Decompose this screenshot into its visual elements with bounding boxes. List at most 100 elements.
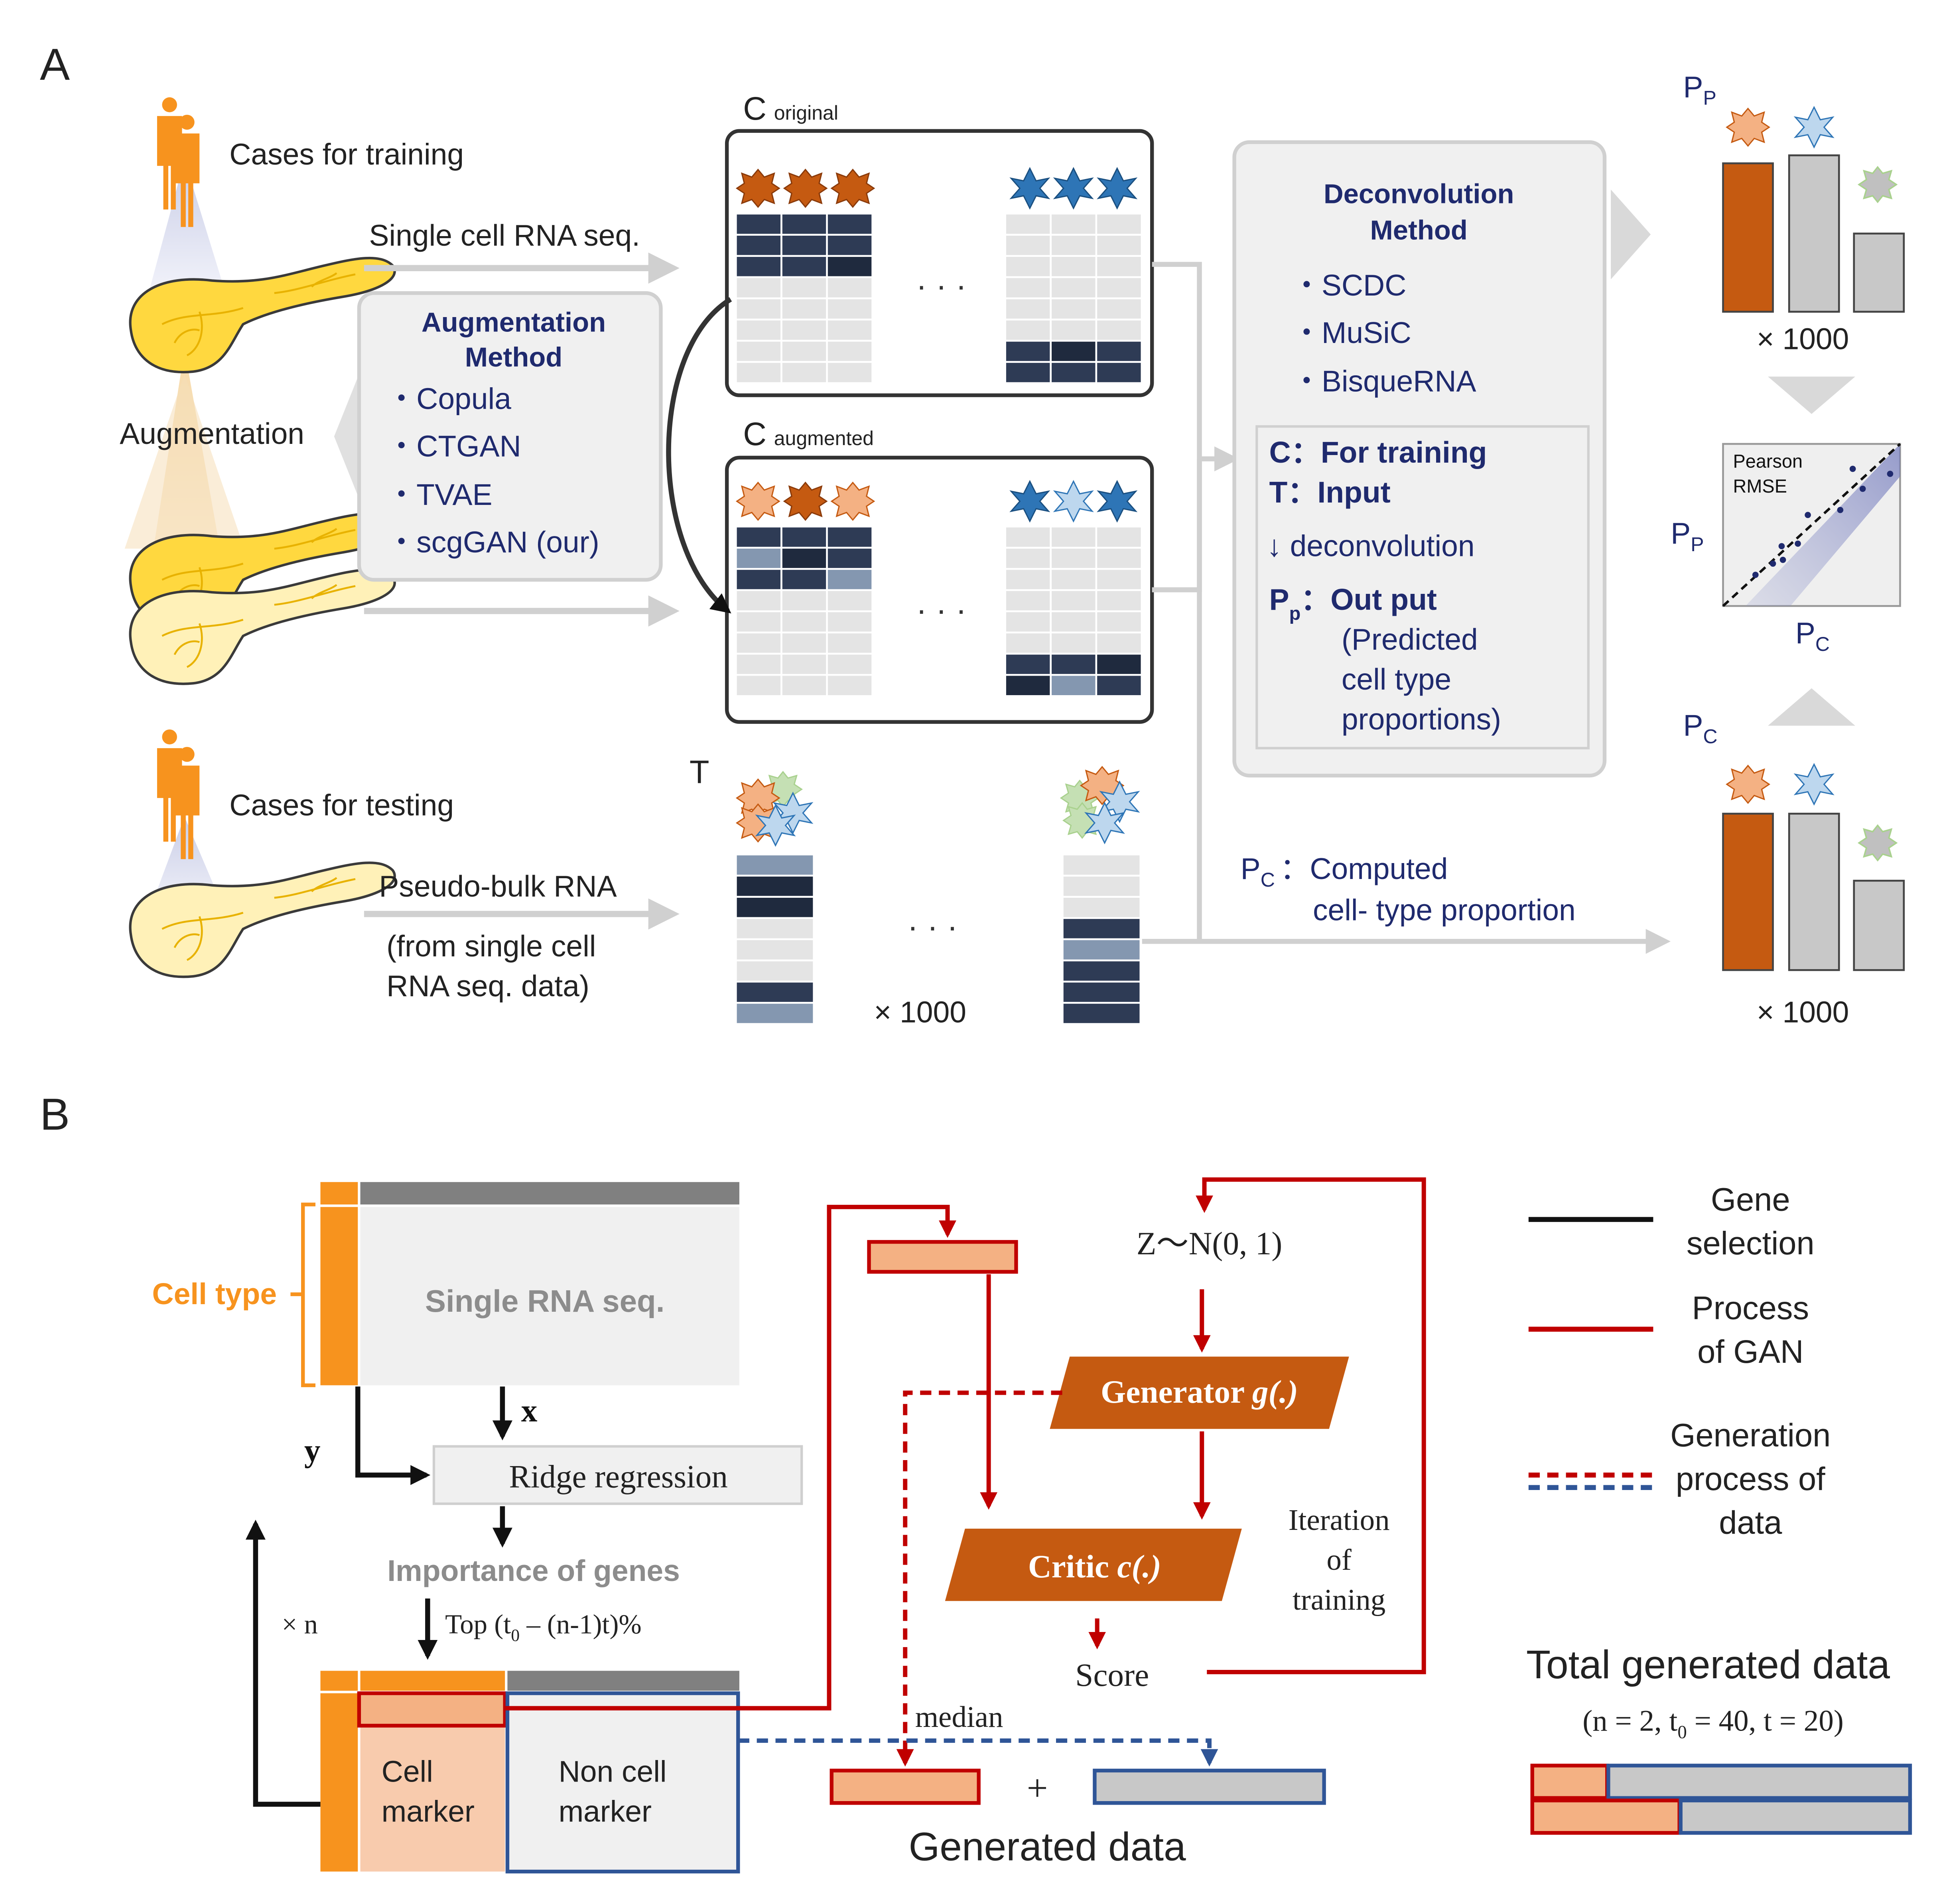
matrix-cell <box>1063 898 1140 917</box>
matrix-cell <box>1052 320 1096 340</box>
matrix-cell <box>1063 982 1140 1002</box>
arrow-repeat-n <box>245 1520 321 1807</box>
matrix-cell <box>1097 214 1141 234</box>
iteration-text-1: Iteration <box>1289 1504 1390 1537</box>
matrix-cell <box>1006 527 1050 547</box>
matrix-cell <box>1006 278 1050 298</box>
y-label: y <box>304 1433 321 1468</box>
matrix-cell <box>828 654 872 674</box>
scatter-points <box>1752 465 1894 578</box>
deconv-item-scdc: ・SCDC <box>1292 268 1407 302</box>
matrix-cell <box>828 341 872 361</box>
noise-distribution-text: Z～N(0, 1) <box>1137 1226 1283 1261</box>
matrix-cell <box>1052 676 1096 695</box>
cases-training-text: Cases for training <box>229 138 464 171</box>
arrow-down-to-scatter <box>1768 376 1855 414</box>
augmentation-text: Augmentation <box>120 417 304 450</box>
plus-sign: + <box>1027 1767 1048 1809</box>
matrix-cell <box>737 320 781 340</box>
matrix-cell <box>1006 570 1050 589</box>
generated-data-text: Generated data <box>908 1825 1186 1869</box>
matrix-cell <box>1097 676 1141 695</box>
from-sc-text-1: (from single cell <box>386 929 596 963</box>
matrix-cell <box>737 363 781 382</box>
panel-b-label: B <box>40 1089 70 1139</box>
matrix-cell <box>1052 299 1096 319</box>
critic-text: Critic c(.) <box>1028 1549 1161 1585</box>
matrix-cell <box>737 527 781 547</box>
matrix-header-grey <box>360 1182 739 1205</box>
matrix-cell <box>828 676 872 695</box>
matrix-cell <box>1006 214 1050 234</box>
curved-arrow-original-to-augmented <box>666 297 732 614</box>
proportion-bar <box>1853 233 1905 313</box>
matrix-cell <box>1097 633 1141 653</box>
pc-star-blue <box>1795 763 1834 805</box>
stars-augmented-orange <box>736 482 875 521</box>
aug-pointer <box>334 374 359 499</box>
median-text: median <box>915 1701 1003 1734</box>
generator-text: Generator g(.) <box>1101 1374 1298 1410</box>
dots: · · · <box>916 268 966 304</box>
matrix-cell <box>1097 527 1141 547</box>
legend-generation-1: Generation <box>1670 1417 1831 1454</box>
total-non-marker-block-2 <box>1679 1798 1912 1835</box>
matrix-cell <box>782 570 826 589</box>
matrix-cell <box>828 235 872 255</box>
real-sample-box <box>867 1240 1018 1274</box>
matrix-cell <box>1097 257 1141 276</box>
x-label: x <box>521 1393 538 1429</box>
proportion-bar <box>1788 812 1840 971</box>
deconv-item-music: ・MuSiC <box>1292 316 1411 349</box>
matrix-cell <box>782 633 826 653</box>
matrix-cell <box>1006 363 1050 382</box>
matrix-cell <box>782 527 826 547</box>
aug-method-title: Augmentation <box>422 307 606 338</box>
cell-type-column <box>320 1207 358 1386</box>
pp-times-1000: × 1000 <box>1757 322 1849 355</box>
legend-gene-selection-2: selection <box>1687 1225 1815 1261</box>
top-percent-text: Top (t0 – (n-1)t)% <box>445 1609 642 1645</box>
matrix-cell <box>1052 363 1096 382</box>
connector-lines <box>1142 262 1671 954</box>
matrix-cell <box>1006 548 1050 568</box>
deconv-c-line: C：For training <box>1269 436 1487 469</box>
ridge-regression-box <box>432 1445 803 1505</box>
pc-bar-group <box>1722 812 1905 971</box>
t-star-cluster-right <box>1060 766 1139 844</box>
matrix-cell <box>828 591 872 611</box>
panel-a-label: A <box>40 39 70 89</box>
matrix-cell <box>1052 527 1096 547</box>
matrix-cell <box>782 612 826 632</box>
aug-item-scggan: ・scgGAN (our) <box>386 525 599 559</box>
matrix-cell <box>782 591 826 611</box>
matrix-cell <box>1006 235 1050 255</box>
cell-marker-text-1: Cell <box>382 1755 433 1788</box>
dots: · · · <box>916 592 966 628</box>
matrix-cell <box>737 612 781 632</box>
matrix-cell <box>737 855 813 875</box>
matrix-cell <box>737 919 813 938</box>
proportion-bar <box>1722 812 1774 971</box>
non-cell-marker-text-2: marker <box>559 1795 652 1828</box>
matrix-cell <box>737 257 781 276</box>
matrix-cell <box>737 214 781 234</box>
aug-method-title-2: Method <box>465 342 562 373</box>
marker-header-orange-1 <box>320 1671 358 1691</box>
total-generated-title: Total generated data <box>1526 1642 1890 1687</box>
real-data-path <box>505 1204 956 1711</box>
matrix-cell <box>1052 341 1096 361</box>
matrix-cell <box>828 612 872 632</box>
matrix-cell <box>1006 320 1050 340</box>
matrix-cell <box>782 548 826 568</box>
deconv-pred-2: cell type <box>1342 662 1451 696</box>
matrix-cell <box>1063 876 1140 896</box>
matrix-cell <box>737 591 781 611</box>
iteration-text-3: training <box>1293 1583 1385 1616</box>
pseudo-bulk-text: Pseudo-bulk RNA <box>379 869 617 903</box>
pp-star-orange <box>1726 108 1770 147</box>
deconv-pred-3: proportions) <box>1342 702 1501 736</box>
legend-generation-2: process of <box>1676 1461 1825 1497</box>
matrix-cell <box>782 363 826 382</box>
total-marker-block-1 <box>1530 1764 1609 1800</box>
